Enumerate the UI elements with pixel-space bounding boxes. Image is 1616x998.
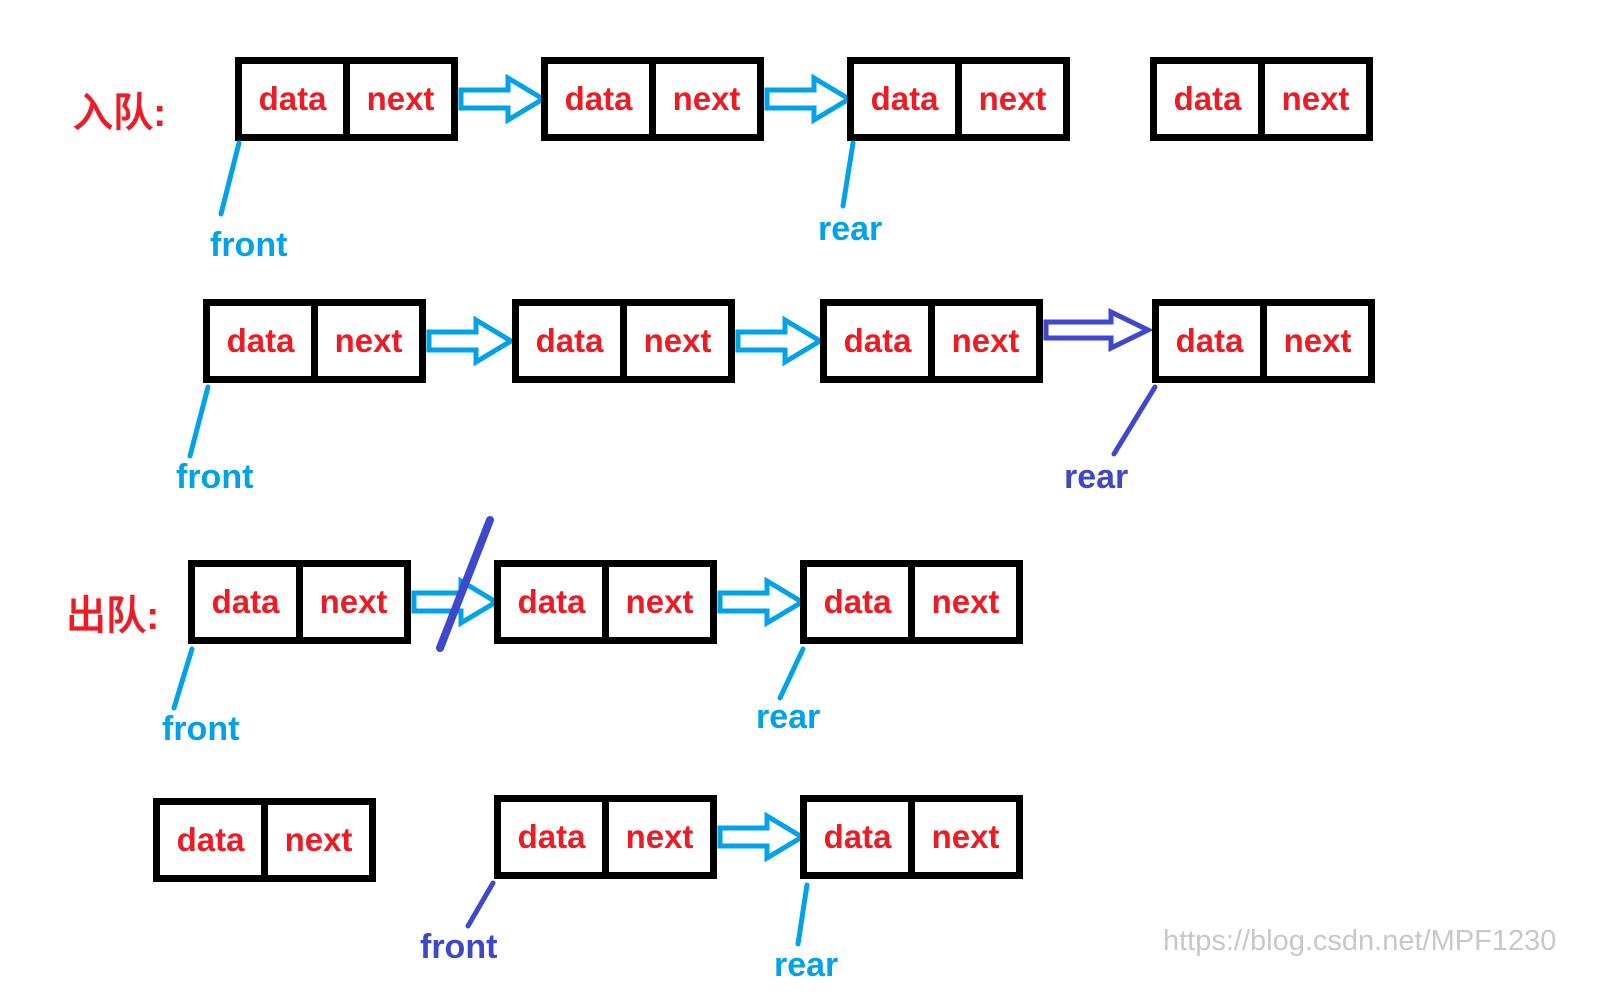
list-node: data next xyxy=(494,795,717,879)
link-arrow-icon xyxy=(735,315,825,367)
node-data-cell: data xyxy=(203,299,318,383)
node-next-cell: next xyxy=(928,299,1043,383)
list-node: data next xyxy=(820,299,1043,383)
dequeue-section-label: 出队: xyxy=(66,594,160,638)
node-data-cell: data xyxy=(1150,57,1265,141)
enqueue-section-label: 入队: xyxy=(73,91,167,135)
list-node: data next xyxy=(203,299,426,383)
new-node-detached: data next xyxy=(1150,57,1373,141)
list-node: data next xyxy=(800,795,1023,879)
front-pointer-label: front xyxy=(162,710,240,748)
node-next-cell: next xyxy=(602,795,717,879)
node-next-cell: next xyxy=(311,299,426,383)
list-node: data next xyxy=(800,560,1023,644)
link-arrow-icon xyxy=(717,576,807,628)
node-data-cell: data xyxy=(800,795,915,879)
list-node: data next xyxy=(235,57,458,141)
new-link-arrow-icon xyxy=(1043,308,1154,352)
node-data-cell: data xyxy=(494,560,609,644)
rear-pointer-label: rear xyxy=(774,946,839,984)
node-next-cell: next xyxy=(343,57,458,141)
node-data-cell: data xyxy=(847,57,962,141)
front-pointer-line xyxy=(171,646,195,711)
node-next-cell: next xyxy=(908,560,1023,644)
rear-pointer-line xyxy=(795,882,810,947)
list-node: data next xyxy=(1152,299,1375,383)
front-pointer-label: front xyxy=(176,458,254,496)
rear-pointer-label: rear xyxy=(1064,458,1129,496)
node-next-cell: next xyxy=(1258,57,1373,141)
front-pointer-line xyxy=(187,384,211,459)
node-next-cell: next xyxy=(620,299,735,383)
node-next-cell: next xyxy=(602,560,717,644)
front-pointer-line xyxy=(218,140,242,217)
node-data-cell: data xyxy=(1152,299,1267,383)
node-next-cell: next xyxy=(296,560,411,644)
list-node: data next xyxy=(512,299,735,383)
rear-pointer-label: rear xyxy=(756,698,821,736)
list-node: data next xyxy=(847,57,1070,141)
node-data-cell: data xyxy=(541,57,656,141)
node-data-cell: data xyxy=(494,795,609,879)
link-arrow-icon xyxy=(458,73,548,125)
rear-pointer-line xyxy=(840,140,856,209)
node-next-cell: next xyxy=(908,795,1023,879)
list-node: data next xyxy=(188,560,411,644)
rear-pointer-label: rear xyxy=(818,210,883,248)
broken-link-slash xyxy=(436,516,494,652)
node-next-cell: next xyxy=(261,798,376,882)
list-node: data next xyxy=(541,57,764,141)
node-next-cell: next xyxy=(649,57,764,141)
node-data-cell: data xyxy=(512,299,627,383)
rear-pointer-line xyxy=(777,646,806,701)
link-arrow-icon xyxy=(426,315,516,367)
front-pointer-line xyxy=(465,880,496,929)
node-data-cell: data xyxy=(800,560,915,644)
node-next-cell: next xyxy=(955,57,1070,141)
node-data-cell: data xyxy=(188,560,303,644)
node-data-cell: data xyxy=(235,57,350,141)
node-data-cell: data xyxy=(820,299,935,383)
link-arrow-icon xyxy=(717,811,807,863)
list-node: data next xyxy=(494,560,717,644)
link-arrow-icon xyxy=(764,73,854,125)
watermark-url: https://blog.csdn.net/MPF1230 xyxy=(1163,925,1557,957)
front-pointer-label: front xyxy=(210,226,288,264)
node-data-cell: data xyxy=(153,798,268,882)
front-pointer-label: front xyxy=(420,928,498,966)
rear-pointer-line xyxy=(1111,384,1158,457)
node-next-cell: next xyxy=(1260,299,1375,383)
removed-node-detached: data next xyxy=(153,798,376,882)
